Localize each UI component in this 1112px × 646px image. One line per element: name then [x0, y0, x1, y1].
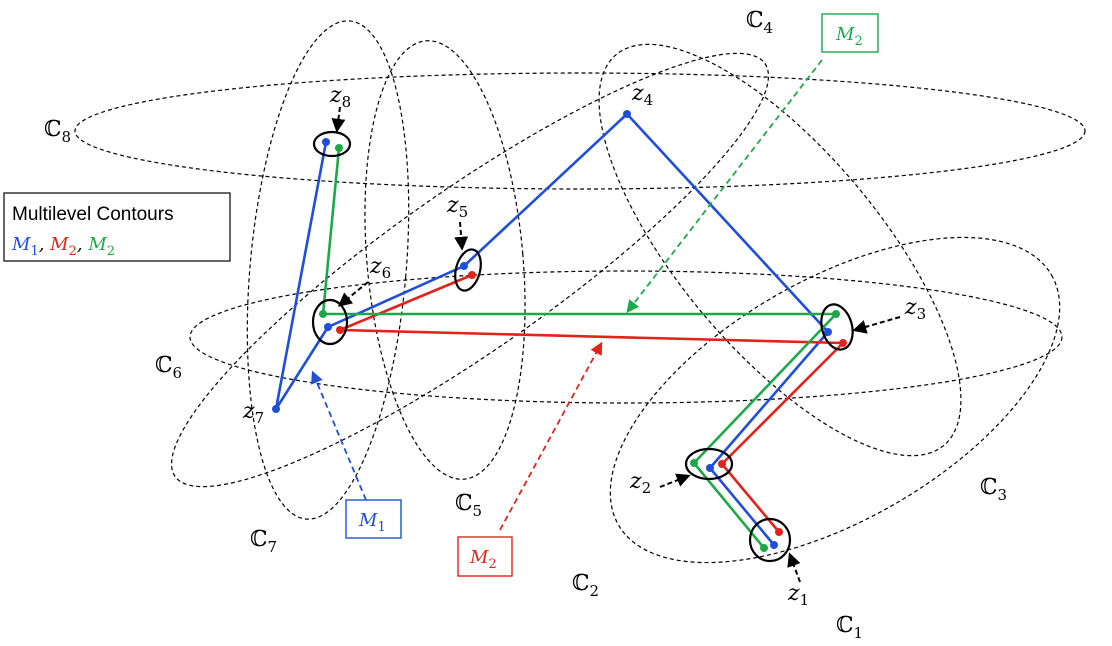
- legend-box: [3, 192, 231, 262]
- label-z5: z5: [446, 193, 468, 221]
- legend: Multilevel Contours M1, M2, M2: [3, 192, 231, 262]
- legend-m1: M: [11, 234, 31, 255]
- ellipse-c8: [74, 72, 1086, 190]
- label-z6: z6: [369, 254, 391, 282]
- ellipse-c4: [170, 52, 770, 488]
- legend-m2-green: M: [87, 234, 107, 255]
- label-c4: ℂ4: [746, 8, 773, 37]
- label-z1: z1: [787, 581, 809, 609]
- contour-m2-green: [321, 147, 838, 549]
- label-c5: ℂ5: [455, 491, 482, 520]
- callout-arrows: [311, 59, 823, 531]
- ellipse-c5: [364, 40, 526, 480]
- callout-m1-blue: M1: [345, 499, 402, 539]
- ellipse-c3: [598, 43, 962, 457]
- contour-m1-blue: [274, 112, 830, 546]
- callout-m2-green: M2: [821, 13, 879, 53]
- label-z3: z3: [904, 295, 926, 323]
- svg-text:M2: M2: [835, 24, 863, 49]
- svg-text:M1: M1: [358, 510, 386, 535]
- label-c3: ℂ3: [980, 475, 1007, 504]
- ellipse-c6: [189, 270, 1063, 404]
- legend-title: Multilevel Contours: [12, 204, 174, 225]
- label-c2: ℂ2: [572, 571, 599, 600]
- label-c6: ℂ6: [155, 353, 182, 382]
- label-z7: z7: [242, 399, 264, 427]
- label-z4: z4: [631, 81, 653, 109]
- ellipse-c7: [246, 20, 410, 520]
- label-c7: ℂ7: [250, 527, 277, 556]
- vertex-dots: [272, 110, 847, 552]
- label-c8: ℂ8: [44, 117, 71, 146]
- svg-text:M2: M2: [469, 547, 497, 572]
- contour-paths: [274, 112, 845, 549]
- cluster-ellipses: [311, 130, 854, 563]
- label-c1: ℂ1: [836, 613, 863, 642]
- label-z8: z8: [329, 83, 351, 111]
- callout-m2-red: M2: [457, 536, 513, 577]
- label-z2: z2: [629, 469, 651, 497]
- point-pointers: [331, 106, 901, 583]
- ellipse-c2: [609, 236, 1061, 564]
- legend-entries: M1, M2, M2: [11, 234, 115, 259]
- legend-m2-red: M: [49, 234, 69, 255]
